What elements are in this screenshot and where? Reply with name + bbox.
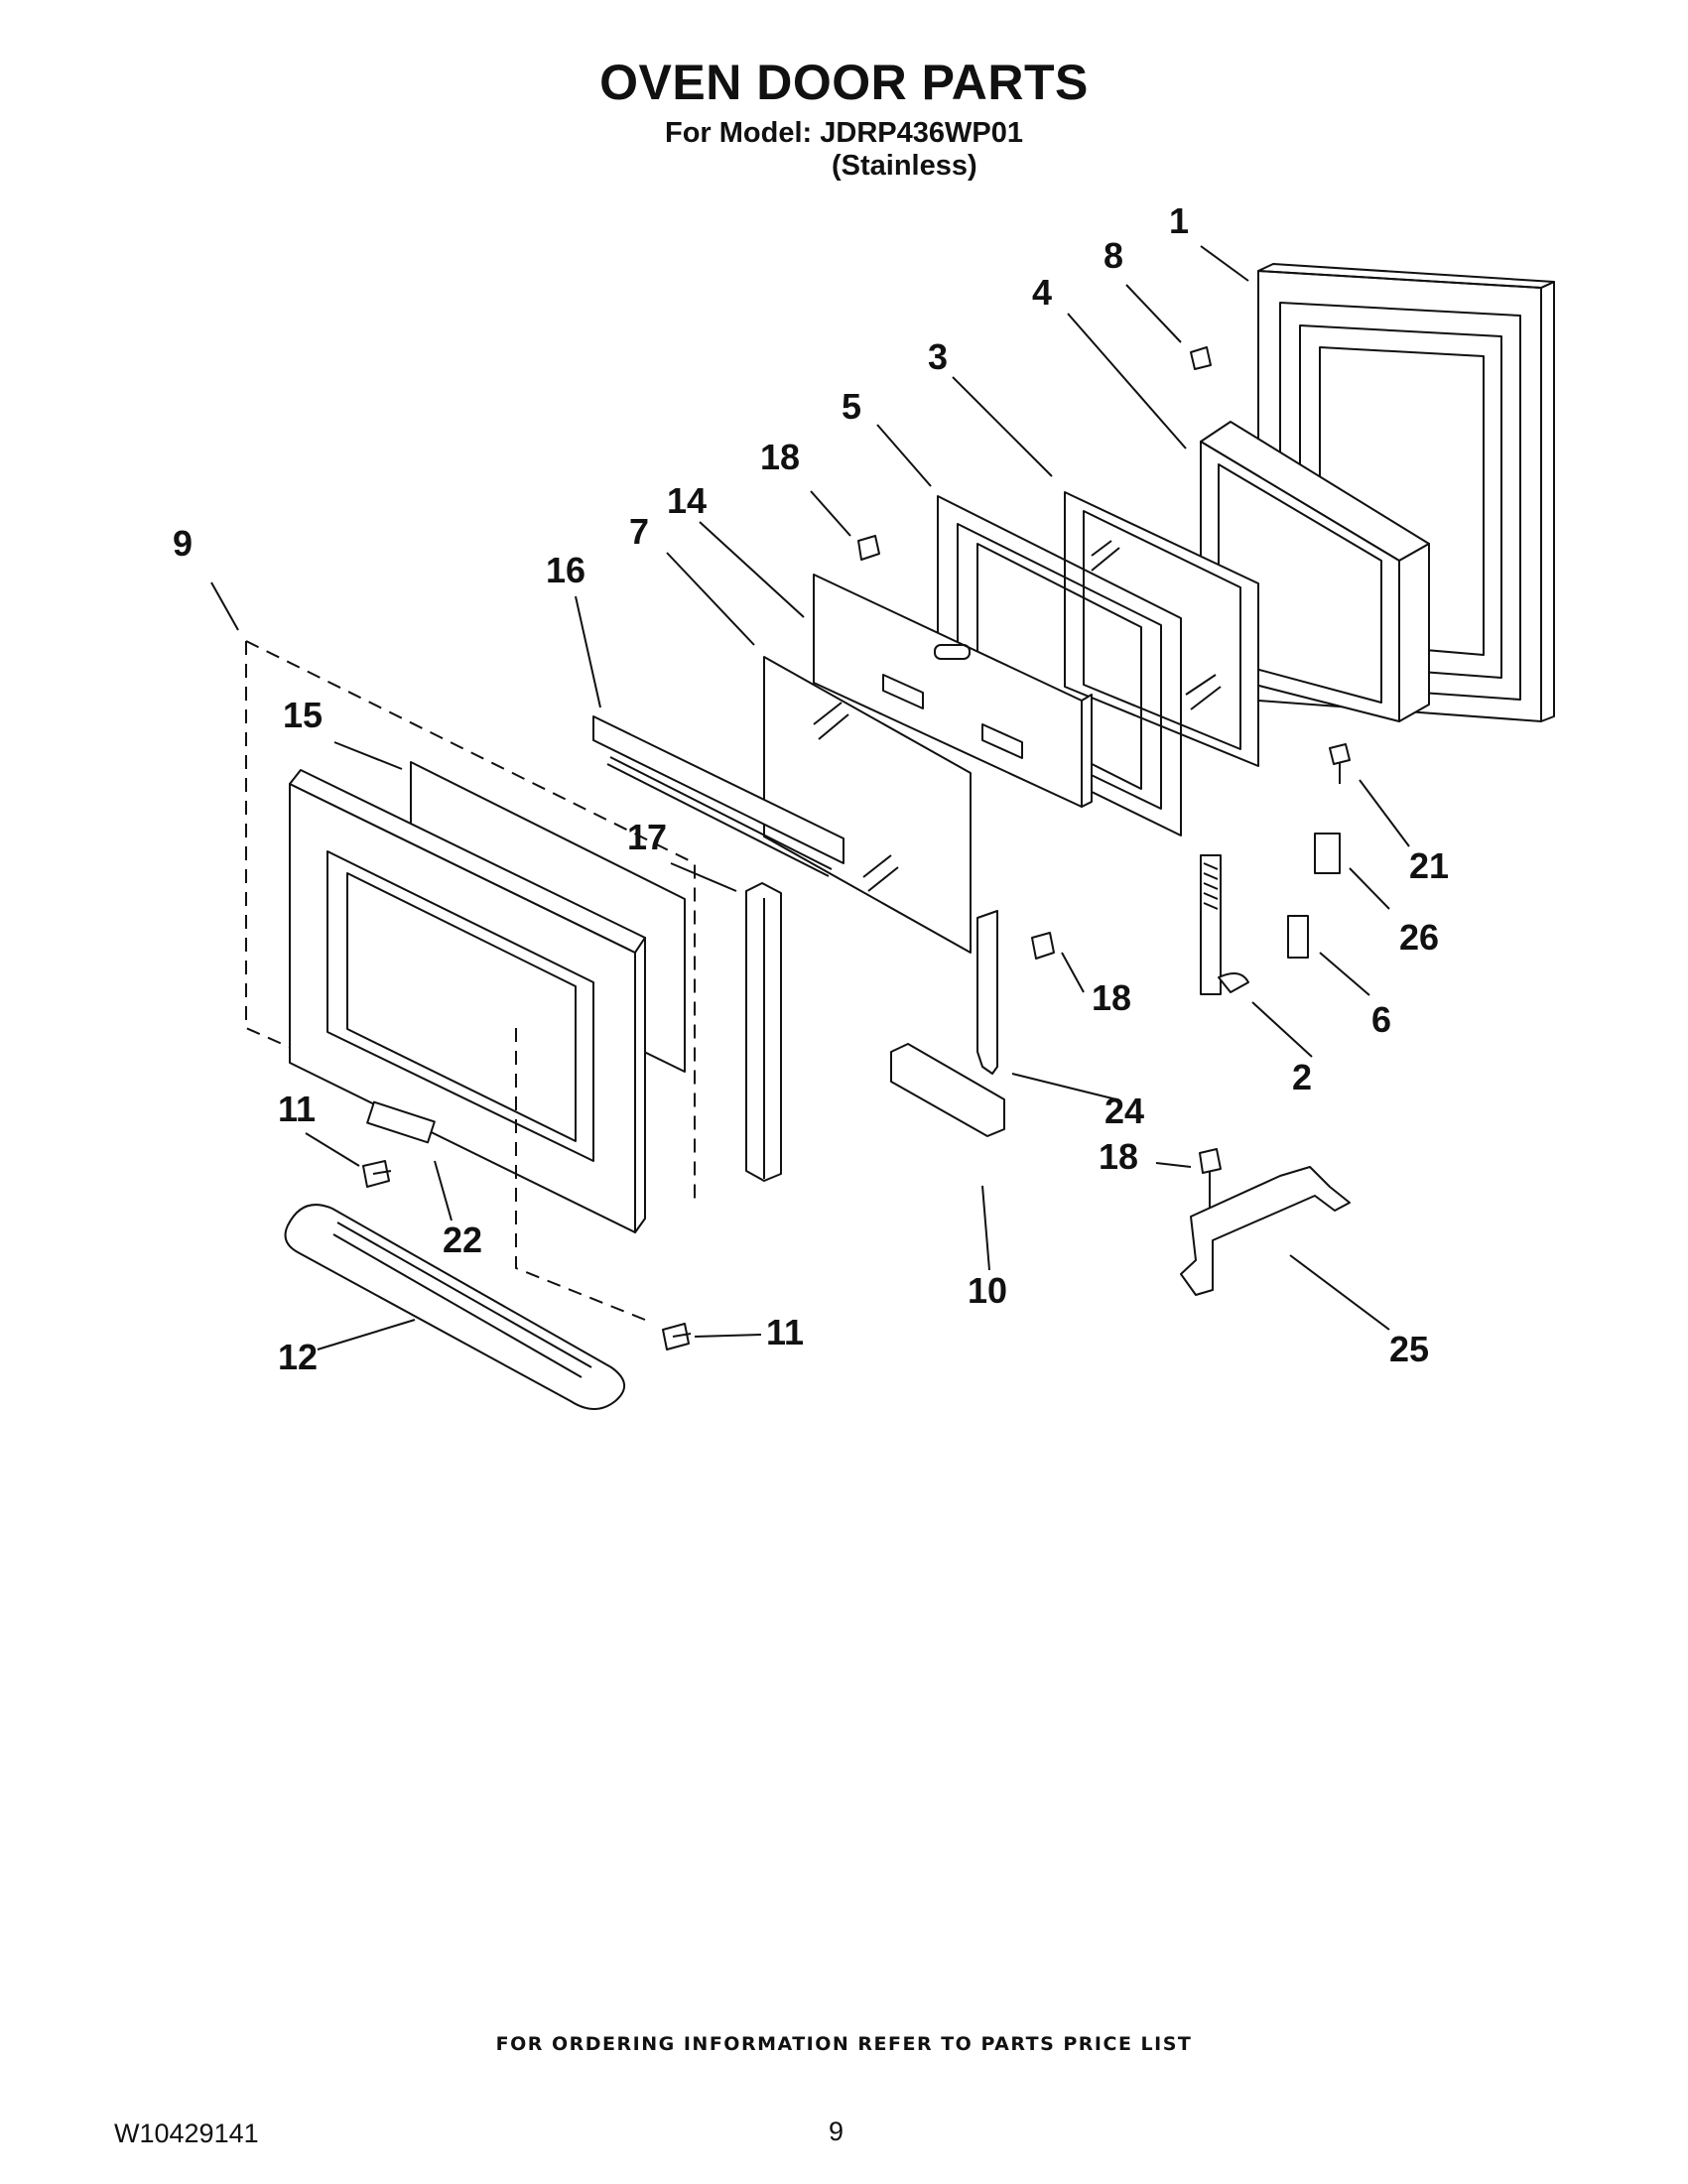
callout-15: 15 [283,695,323,735]
document-number: W10429141 [114,2119,259,2148]
callout-18-c: 18 [1099,1136,1138,1177]
callout-16: 16 [546,550,585,590]
part-7-inner-glass [763,656,972,954]
callout-4: 4 [1032,272,1052,313]
callout-7: 7 [629,511,649,552]
callout-26: 26 [1399,917,1439,958]
callout-11-b: 11 [766,1312,804,1352]
page-number: 9 [829,2117,844,2146]
front-door-panel [289,769,646,1233]
leader-lines [210,245,1410,1350]
part-26-bracket [1314,833,1341,874]
part-14-baffle [813,574,1093,808]
callout-21: 21 [1409,845,1449,886]
callout-1: 1 [1169,200,1189,241]
callout-6: 6 [1371,999,1391,1040]
part-10-plate [890,1043,1005,1137]
callout-8: 8 [1104,235,1123,276]
callout-11-a: 11 [278,1089,316,1129]
callout-18-a: 18 [760,437,800,477]
callout-17: 17 [627,817,667,857]
part-6-clip [1287,915,1309,959]
part-2-hinge [1200,854,1249,995]
connector-dash [515,1028,646,1321]
callout-3: 3 [928,336,948,377]
callout-labels: 1 8 4 3 5 18 14 7 9 16 15 17 21 26 6 18 … [173,200,1449,1377]
ordering-note: FOR ORDERING INFORMATION REFER TO PARTS … [495,2033,1193,2055]
callout-18-b: 18 [1092,977,1131,1018]
part-25-support [1180,1166,1351,1296]
part-11-screw-lower [662,1323,692,1350]
callout-24: 24 [1104,1091,1144,1131]
part-8-screw [1190,346,1212,370]
callout-9: 9 [173,523,193,564]
part-11-screw-upper [362,1160,392,1188]
page-title: OVEN DOOR PARTS [599,55,1089,110]
part-18-screw-a [1031,932,1055,960]
part-21-screw [1329,743,1351,784]
callout-14: 14 [667,480,707,521]
callout-2: 2 [1292,1057,1312,1097]
callout-10: 10 [968,1270,1007,1311]
part-12-handle [284,1204,625,1410]
part-22-badge [366,1100,436,1144]
part-18-screw-b [857,535,880,561]
callout-25: 25 [1389,1329,1429,1369]
part-16-channel [592,715,844,877]
model-line: For Model: JDRP436WP01 [665,117,1023,149]
callout-22: 22 [443,1220,482,1260]
callout-5: 5 [842,386,861,427]
part-17-side-trim [745,882,782,1182]
finish-line: (Stainless) [832,150,977,182]
callout-12: 12 [278,1337,318,1377]
part-24-bracket [976,910,998,1075]
